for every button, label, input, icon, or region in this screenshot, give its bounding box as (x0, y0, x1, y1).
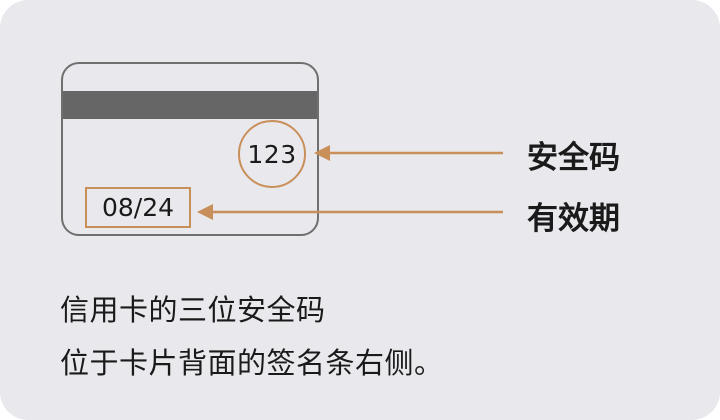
expiry-date-text: 08/24 (101, 193, 175, 222)
expiry-highlight-box: 08/24 (85, 187, 191, 228)
expiry-label: 有效期 (527, 201, 620, 237)
security-code-label: 安全码 (527, 140, 620, 176)
caption-line-2: 位于卡片背面的签名条右侧。 (60, 346, 444, 380)
credit-card-back-illustration (61, 62, 319, 236)
cvv-code-text: 123 (247, 139, 297, 169)
magnetic-stripe (63, 91, 317, 119)
caption-line-1: 信用卡的三位安全码 (60, 293, 326, 327)
cvv-highlight-circle: 123 (238, 120, 306, 188)
cvv-arrow-icon (314, 145, 503, 161)
